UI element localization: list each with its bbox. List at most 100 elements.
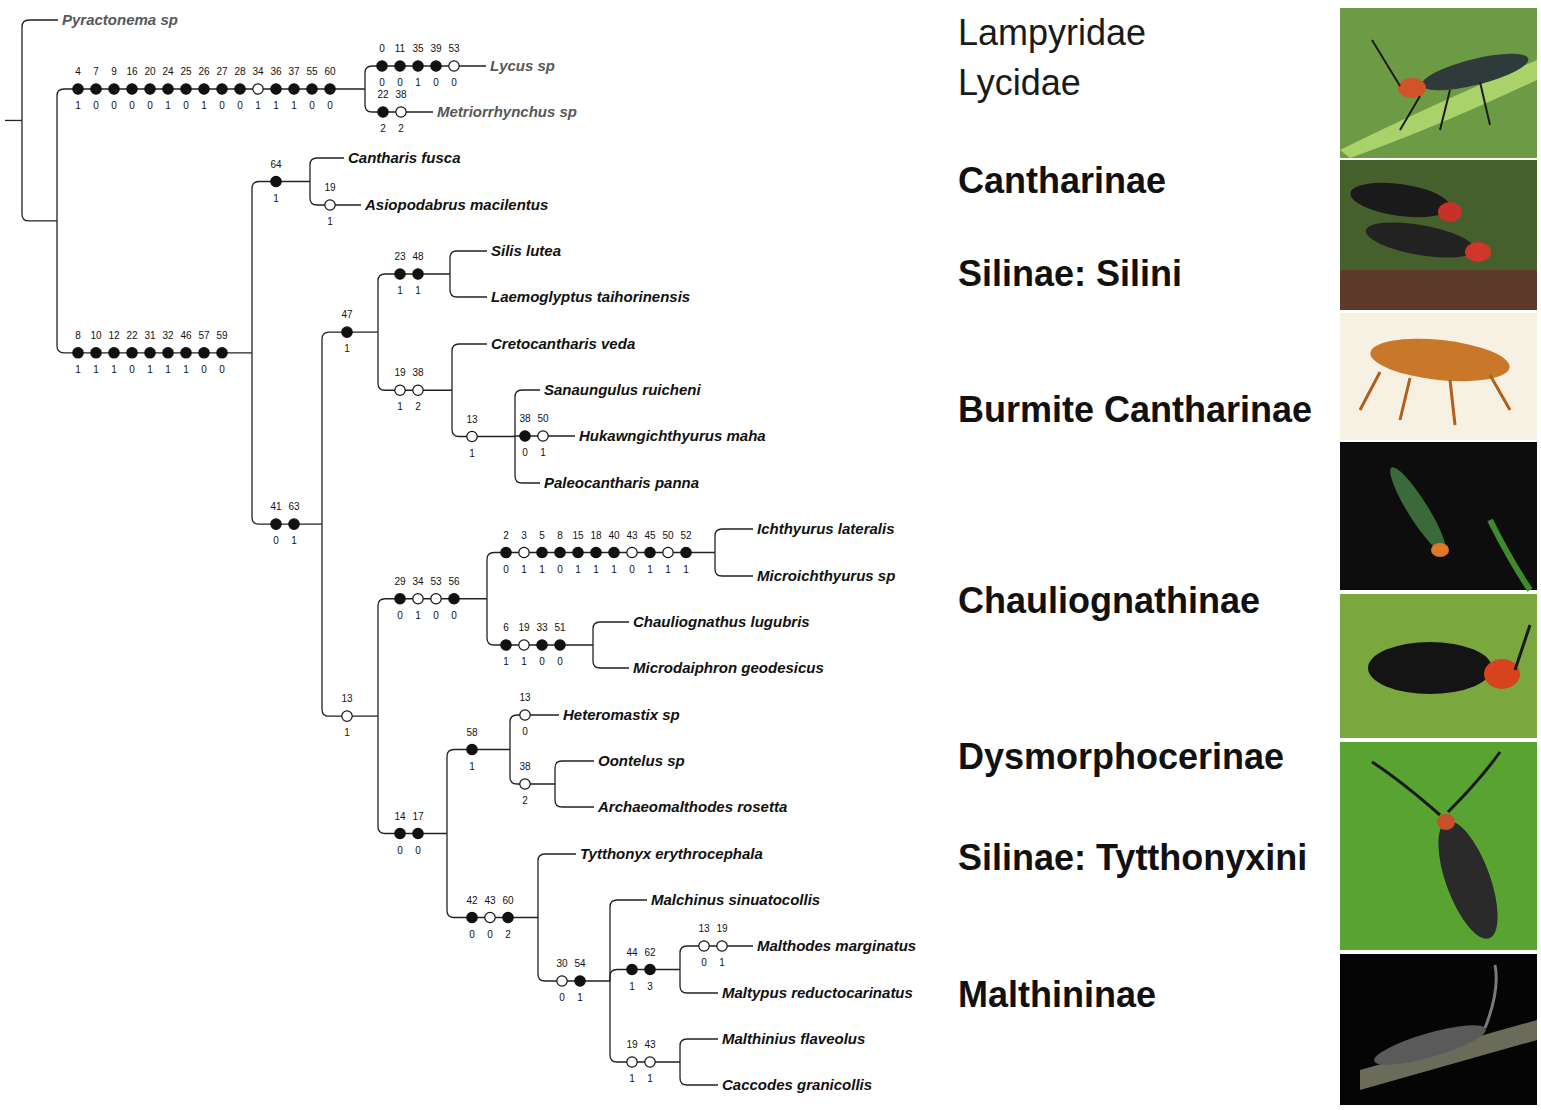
character-state: 0: [539, 656, 545, 667]
photo-panel: [1340, 954, 1537, 1105]
character-marker: [413, 828, 423, 838]
character-state: 0: [309, 100, 315, 111]
tree-branch: [450, 251, 487, 274]
tree-branch: [593, 645, 629, 668]
character-state: 0: [397, 844, 403, 855]
character-number: 59: [216, 329, 227, 340]
band-row: [718, 1062, 930, 1104]
character-state: 2: [505, 928, 511, 939]
character-marker: [395, 828, 405, 838]
band-row: [577, 842, 930, 873]
character-marker: [520, 431, 530, 441]
character-marker: [289, 84, 299, 94]
character-state: 1: [165, 100, 171, 111]
character-number: 27: [216, 66, 227, 77]
character-number: 7: [93, 66, 99, 77]
beetle-antenna: [1485, 965, 1496, 1028]
clade-bar: [937, 4, 941, 123]
character-marker: [449, 61, 459, 71]
leaf: [1490, 520, 1530, 590]
character-marker: [127, 84, 137, 94]
character-marker: [717, 941, 727, 951]
beetle-antenna: [1515, 625, 1530, 670]
beetle-pronotum: [1398, 78, 1426, 98]
character-marker: [699, 941, 709, 951]
character-state: 1: [273, 192, 279, 203]
character-number: 4: [75, 66, 81, 77]
character-number: 19: [626, 1039, 637, 1050]
character-number: 23: [394, 251, 405, 262]
character-state: 0: [487, 928, 493, 939]
tree-branch: [680, 1039, 718, 1062]
character-marker: [199, 348, 209, 358]
beetle-body: [1383, 462, 1453, 557]
character-state: 1: [539, 563, 545, 574]
taxon-name: Caccodes granicollis: [722, 1076, 872, 1094]
clade-bar: [937, 333, 941, 498]
character-number: 40: [608, 529, 619, 540]
taxon-name: Malthinius flaveolus: [722, 1030, 865, 1048]
character-number: 51: [554, 622, 565, 633]
character-number: 52: [680, 529, 691, 540]
character-marker: [485, 912, 495, 922]
band-row: [630, 645, 930, 687]
taxon-name: Chauliognathus lugubris: [633, 613, 810, 631]
character-number: 48: [412, 251, 423, 262]
character-state: 0: [433, 77, 439, 88]
tree-branch: [680, 946, 753, 970]
character-state: 2: [415, 401, 421, 412]
character-state: 1: [273, 100, 279, 111]
character-marker: [627, 547, 637, 557]
clade-bar: [937, 520, 941, 687]
tree-branch: [487, 599, 593, 645]
tree-branch: [378, 332, 452, 390]
character-marker: [627, 1057, 637, 1067]
photo-panel: [1340, 594, 1537, 738]
clade-bar: [937, 706, 941, 820]
character-state: 0: [273, 535, 279, 546]
character-number: 57: [198, 329, 209, 340]
tree-branch: [715, 553, 753, 577]
character-marker: [467, 431, 477, 441]
character-marker: [235, 84, 245, 94]
character-number: 62: [644, 946, 655, 957]
character-state: 1: [577, 992, 583, 1003]
character-number: 42: [466, 894, 477, 905]
character-number: 19: [716, 923, 727, 934]
character-number: 15: [572, 529, 583, 540]
beetle-pronotum: [1438, 202, 1462, 222]
character-state: 0: [219, 100, 225, 111]
tree-branch: [322, 524, 378, 716]
character-number: 38: [395, 89, 406, 100]
character-marker: [501, 640, 511, 650]
clade-heading: Burmite Cantharinae: [958, 390, 1312, 430]
character-marker: [271, 176, 281, 186]
clade-heading: Silinae: Silini: [958, 254, 1182, 294]
photo-panel: [1340, 8, 1537, 158]
tree-branch: [452, 390, 515, 436]
character-state: 1: [165, 363, 171, 374]
character-state: 3: [647, 980, 653, 991]
character-number: 14: [394, 810, 405, 821]
character-number: 19: [518, 622, 529, 633]
character-marker: [73, 84, 83, 94]
character-state: 0: [469, 928, 475, 939]
clade-heading: Malthininae: [958, 975, 1156, 1015]
beetle-body: [1368, 642, 1492, 694]
character-marker: [145, 348, 155, 358]
character-marker: [307, 84, 317, 94]
clade-bar: [937, 844, 941, 873]
character-number: 13: [466, 413, 477, 424]
character-number: 36: [270, 66, 281, 77]
character-number: 6: [503, 622, 509, 633]
character-marker: [145, 84, 155, 94]
character-state: 1: [415, 609, 421, 620]
character-marker: [557, 976, 567, 986]
band-row: [488, 239, 930, 275]
character-state: 0: [701, 957, 707, 968]
character-state: 1: [683, 563, 689, 574]
photo-panel: [1340, 442, 1537, 590]
tree-branch: [515, 390, 540, 437]
character-number: 54: [574, 958, 585, 969]
character-marker: [109, 348, 119, 358]
